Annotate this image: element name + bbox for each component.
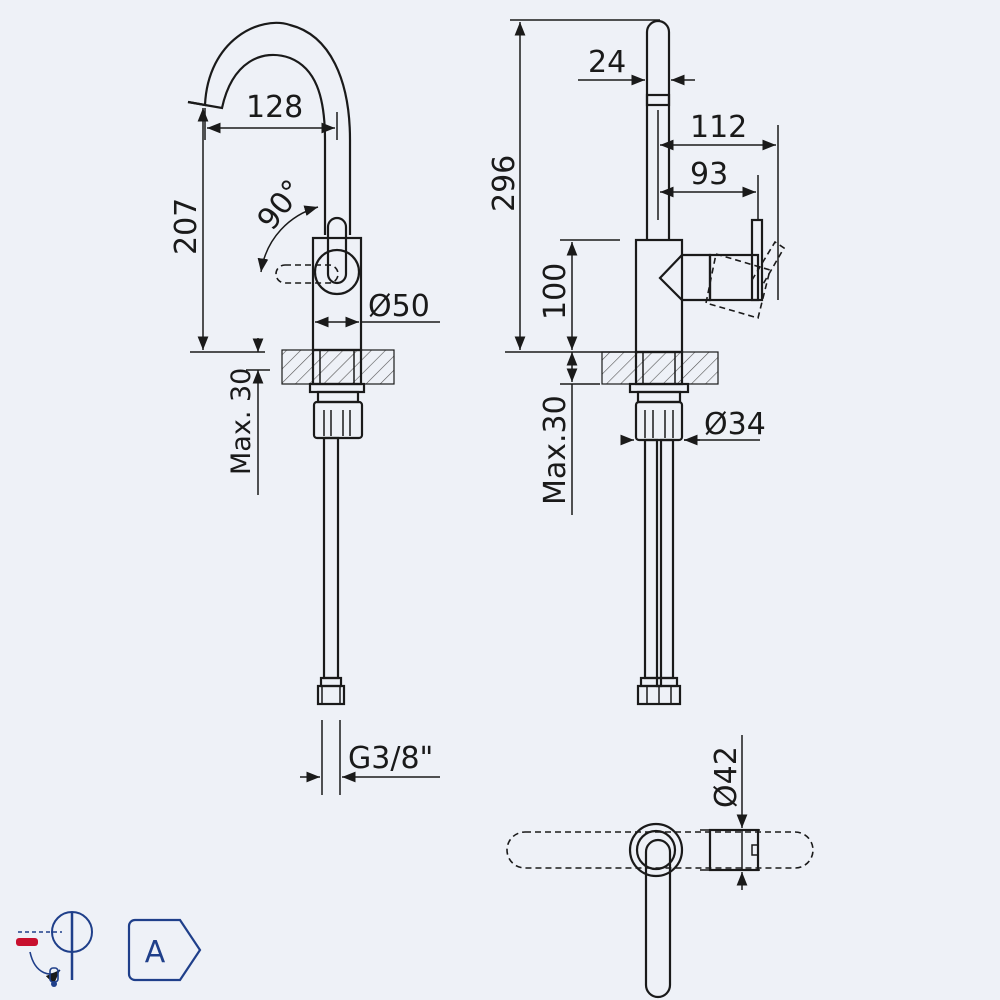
top-view: Ø42 [506, 735, 814, 999]
cold-start-badge [16, 911, 93, 987]
spout-top [644, 838, 672, 999]
base-diameter-label: Ø50 [368, 289, 430, 324]
body-diameter-label: Ø42 [709, 746, 744, 808]
handle-reach-label: 112 [690, 110, 747, 145]
body-height-label: 100 [538, 263, 573, 320]
lever-top [708, 828, 760, 872]
max-thickness-label-front: Max.30 [538, 395, 573, 505]
body-circle [313, 248, 361, 296]
energy-class-badge: A [127, 918, 202, 982]
spout-outline [187, 21, 352, 235]
total-height-label: 296 [487, 155, 522, 212]
lever-closed [708, 253, 760, 302]
hose-connector [316, 684, 346, 706]
handle-upright [326, 216, 348, 285]
fixing-nut-front [634, 400, 684, 442]
rotation-arc [257, 205, 319, 273]
fixing-nut [312, 400, 364, 440]
front-view: 296 24 112 93 100 Max.30 Ø34 [487, 19, 786, 706]
shank-diameter-label: Ø34 [704, 407, 766, 442]
washer [308, 382, 366, 394]
supply-hose-left [643, 438, 659, 680]
handle-offset-label: 93 [690, 157, 728, 192]
spout-tube [645, 19, 671, 240]
body-top-circle [628, 822, 684, 878]
thread-label: G3/8" [348, 741, 433, 776]
lever-open-dashed [705, 252, 771, 319]
max-thickness-label: Max. 30 [226, 368, 257, 475]
countertop-section-right [601, 351, 719, 385]
lever-sweep-dashed [506, 831, 814, 869]
side-view: 90° 128 207 Ø50 [169, 21, 440, 795]
supply-hose-right [659, 438, 675, 680]
supply-hose [322, 436, 340, 680]
spout-diameter-label: 24 [588, 45, 626, 80]
lever-handle [750, 218, 764, 302]
countertop-section-left [281, 349, 395, 385]
body-front [634, 238, 684, 354]
height-label: 207 [169, 198, 204, 255]
energy-class-label: A [145, 935, 166, 970]
reach-label: 128 [246, 90, 303, 125]
spout-inner-outline [204, 53, 327, 235]
aerator [645, 93, 671, 107]
rotation-label: 90° [251, 173, 311, 236]
